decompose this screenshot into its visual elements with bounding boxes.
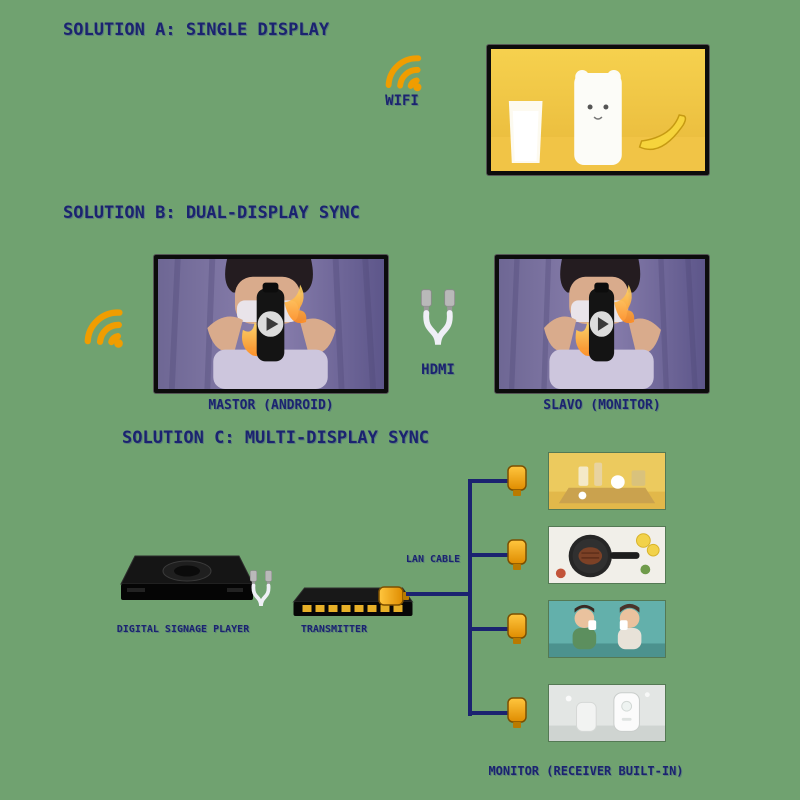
slave-display-image <box>499 259 705 389</box>
hdmi-label: HDMI <box>421 362 455 378</box>
hdmi-cable-icon <box>414 288 462 358</box>
solution-c-title: SOLUTION C: MULTI-DISPLAY SYNC <box>122 428 430 448</box>
master-display-label: MASTOR (ANDROID) <box>208 398 334 413</box>
slave-display <box>494 254 710 394</box>
lan-connector-icon <box>378 584 410 608</box>
digital-signage-player <box>116 548 258 612</box>
solution-b-title: SOLUTION B: DUAL-DISPLAY SYNC <box>63 203 360 223</box>
receiver-monitor-4 <box>548 684 666 742</box>
lan-connector-icon <box>505 465 529 497</box>
wifi-icon <box>360 28 442 110</box>
player-label: DIGITAL SIGNAGE PLAYER <box>116 624 250 635</box>
solution-a-title: SOLUTION A: SINGLE DISPLAY <box>63 20 330 40</box>
single-display <box>486 44 710 176</box>
lan-cable-line-branch <box>470 553 508 557</box>
wifi-icon <box>57 280 145 368</box>
slave-display-label: SLAVO (MONITOR) <box>543 398 661 413</box>
lan-cable-label: LAN CABLE <box>405 554 461 565</box>
lan-cable-line-branch <box>470 479 508 483</box>
lan-connector-icon <box>505 697 529 729</box>
receiver-label: MONITOR (RECEIVER BUILT-IN) <box>488 764 684 778</box>
master-display-image <box>158 259 384 389</box>
receiver-monitor-1 <box>548 452 666 510</box>
receiver-monitor-2 <box>548 526 666 584</box>
transmitter-label: TRANSMITTER <box>300 624 368 635</box>
single-display-image <box>491 49 705 171</box>
receiver-monitor-3 <box>548 600 666 658</box>
lan-cable-line-feed <box>406 592 470 596</box>
lan-cable-line-branch <box>470 627 508 631</box>
wifi-label: WIFI <box>385 93 419 109</box>
hdmi-cable-icon <box>246 568 276 616</box>
lan-cable-line-trunk <box>468 479 472 716</box>
lan-connector-icon <box>505 539 529 571</box>
master-display <box>153 254 389 394</box>
lan-connector-icon <box>505 613 529 645</box>
lan-cable-line-branch <box>470 711 508 715</box>
